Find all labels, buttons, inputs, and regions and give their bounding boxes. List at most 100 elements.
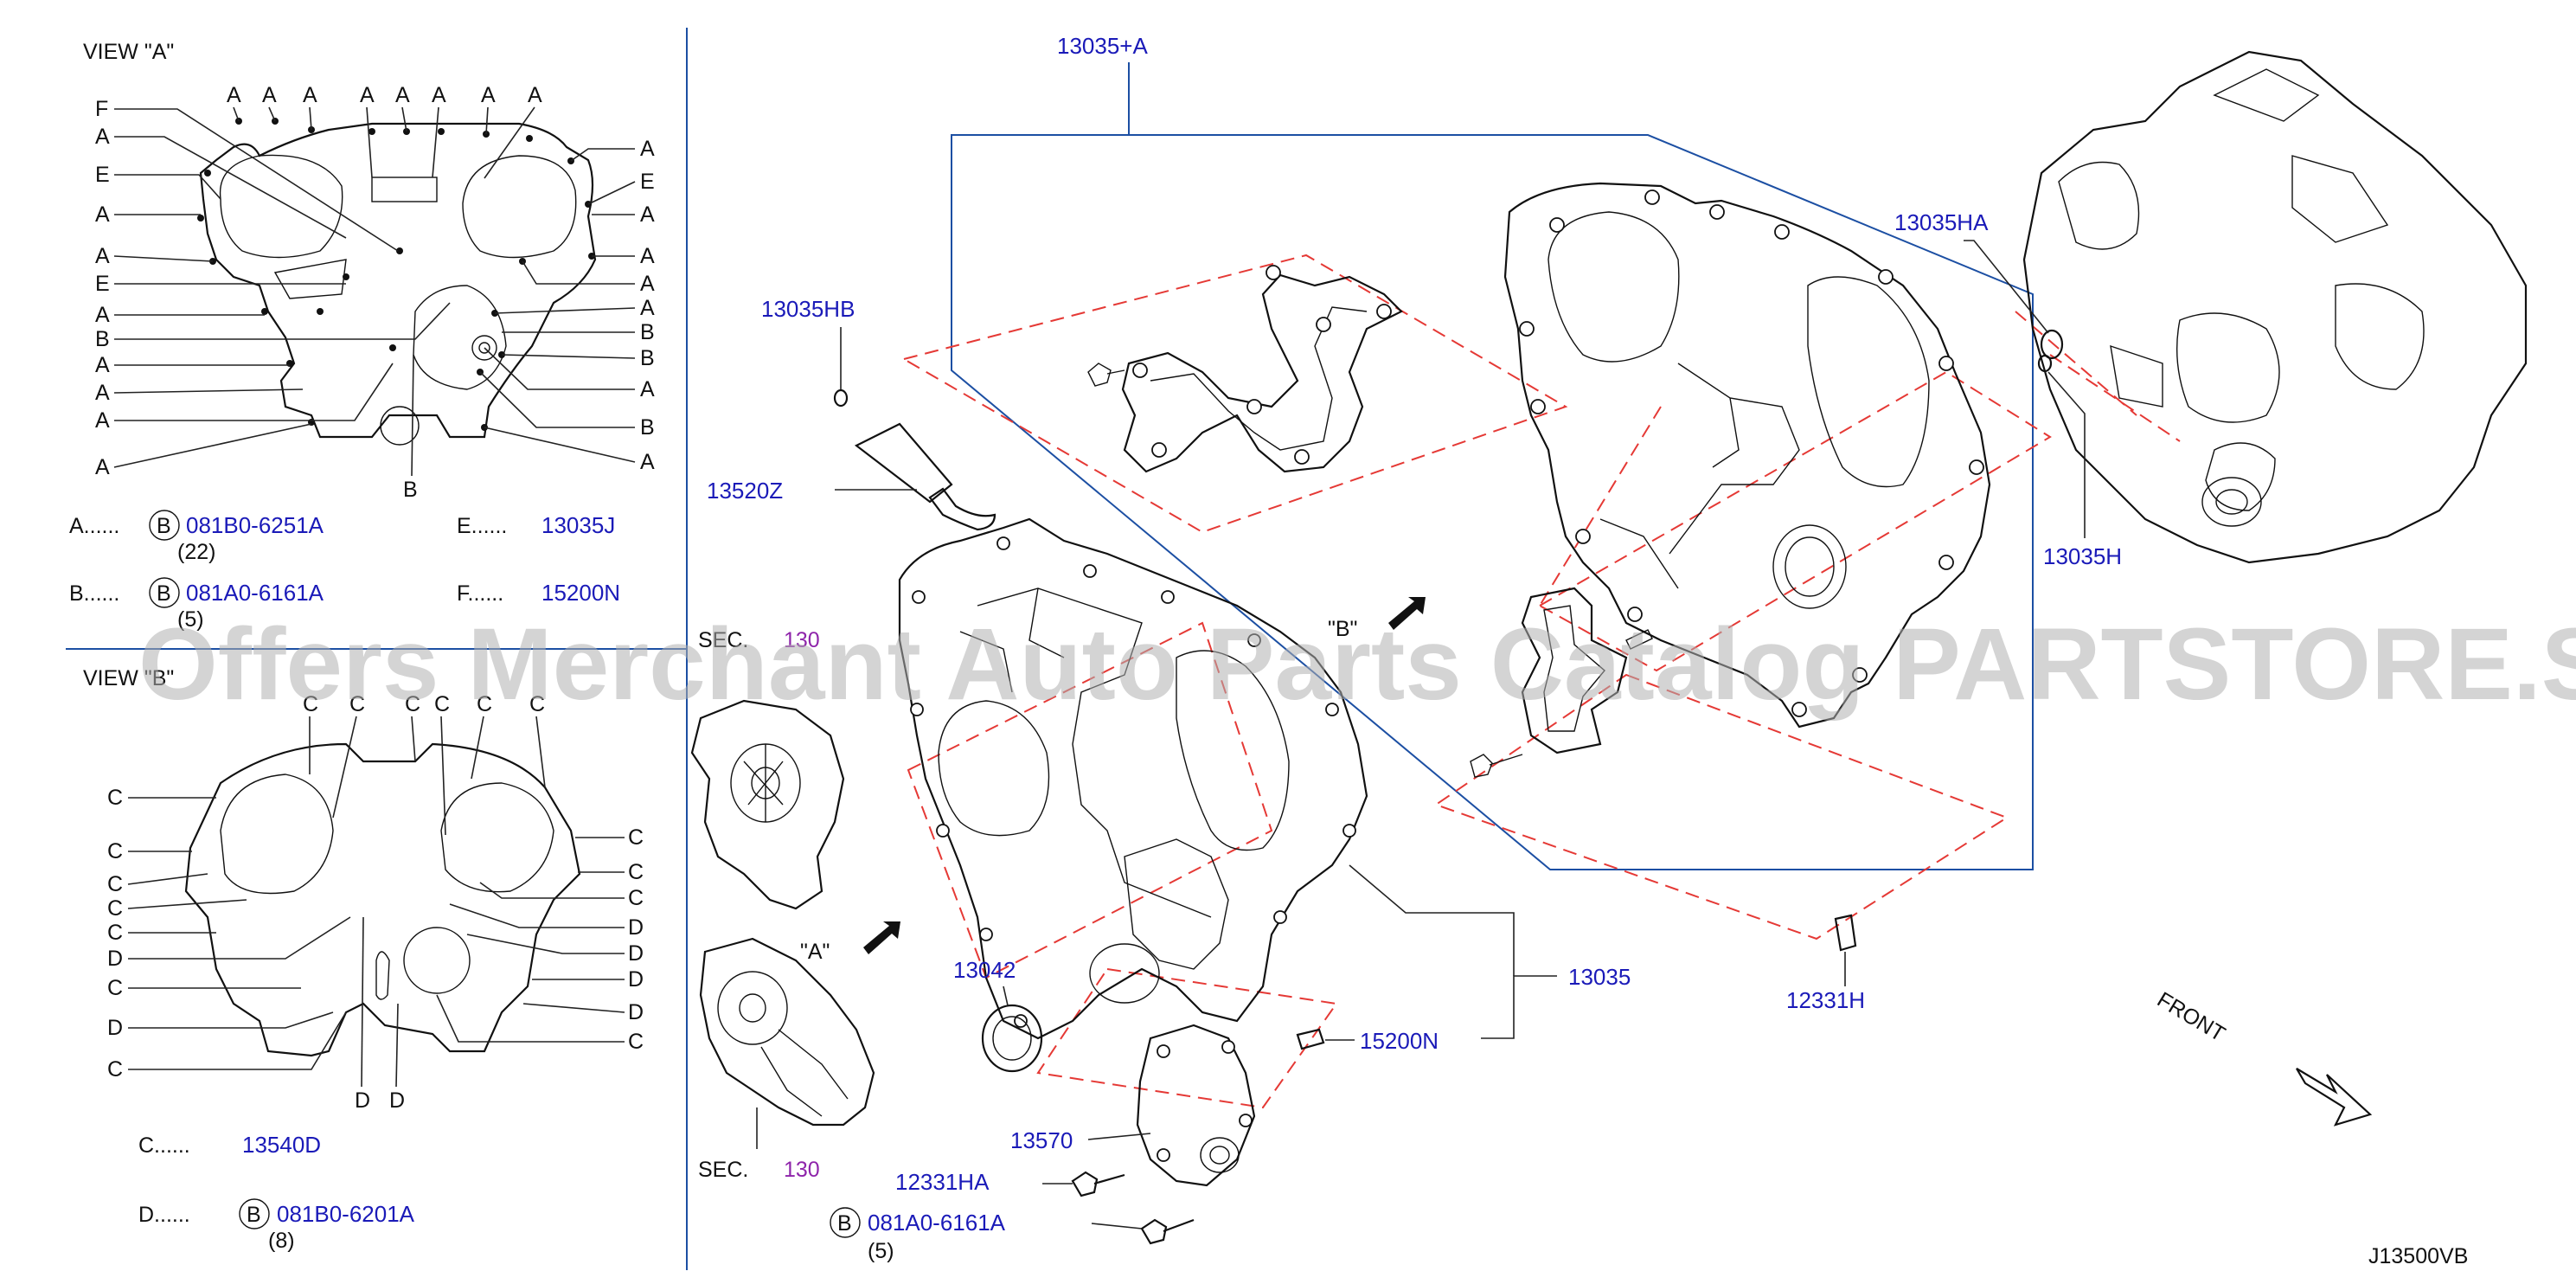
legend-part-a[interactable]: 081B0-6251A — [186, 512, 324, 538]
view-b-top-leaders — [309, 716, 546, 836]
view-b-letter: C — [107, 872, 123, 896]
view-a-letter: A — [227, 83, 241, 107]
water-pump-plane — [1036, 967, 1338, 1109]
view-a-crank-bore — [380, 406, 420, 446]
legend-key-f: F...... — [457, 581, 503, 606]
callout-15200n[interactable]: 15200N — [1360, 1028, 1439, 1054]
dash-link — [2015, 311, 2137, 416]
lower-gasket — [1521, 587, 1628, 754]
sec-number-upper[interactable]: 130 — [784, 628, 820, 652]
cover-bolt — [1470, 754, 1523, 778]
callout-12331ha[interactable]: 12331HA — [895, 1169, 990, 1195]
view-a-letter: A — [640, 244, 655, 268]
view-b-crank-bore — [403, 927, 471, 994]
view-a-letter: A — [640, 272, 655, 296]
view-a-cover-outline — [199, 122, 597, 439]
callout-081a0-6161a[interactable]: 081A0-6161A — [868, 1210, 1006, 1236]
bolt-mark-icon — [830, 1207, 861, 1238]
callout-12331h[interactable]: 12331H — [1786, 987, 1865, 1013]
view-a-letter: A — [95, 244, 110, 268]
view-b-letter: C — [349, 692, 365, 716]
view-b-letter: C — [628, 860, 644, 884]
view-a-letter: A — [360, 83, 375, 107]
bolt-mark-label: B — [157, 581, 171, 606]
view-b-letter: D — [355, 1088, 370, 1113]
gasket-plane — [901, 254, 1568, 534]
view-a-letter: B — [640, 415, 655, 440]
view-a-letter: A — [95, 408, 110, 433]
sealant-tube-nozzle — [928, 487, 996, 531]
view-a-title: VIEW "A" — [83, 40, 174, 64]
callout-13035h[interactable]: 13035H — [2043, 543, 2122, 569]
upper-gasket-inner — [1150, 306, 1368, 451]
front-oil-seal-inner — [992, 1016, 1032, 1061]
leader-13035h — [2047, 371, 2086, 538]
legend-key-b: B...... — [69, 581, 119, 606]
water-inlet-holes — [1157, 1040, 1253, 1162]
view-a-letter: E — [95, 163, 110, 187]
view-b-left-leaders — [127, 797, 351, 1070]
view-b-letter: C — [303, 692, 318, 716]
view-a-letter: B — [403, 478, 418, 502]
bolt-mark-label: B — [247, 1203, 261, 1227]
bolt-mark-label: B — [837, 1211, 852, 1236]
water-inlet-housing — [1136, 1024, 1256, 1187]
legend-part-d[interactable]: 081B0-6201A — [277, 1201, 415, 1227]
dash-link — [2049, 354, 2181, 442]
water-pump-lower-impeller — [717, 971, 788, 1045]
upper-gasket-holes — [1132, 265, 1392, 465]
watermark: Offers Merchant Auto Parts Catalog PARTS… — [138, 607, 2576, 722]
callout-13042[interactable]: 13042 — [953, 957, 1016, 983]
view-b-letter: D — [107, 947, 123, 971]
legend-part-c[interactable]: 13540D — [242, 1132, 321, 1158]
assembly-bracket — [951, 134, 2034, 870]
view-b-left-window — [220, 774, 334, 895]
rear-cover-oil-seal-inner — [1785, 536, 1835, 597]
callout-13035[interactable]: 13035 — [1568, 964, 1631, 990]
sec-number-lower[interactable]: 130 — [784, 1158, 820, 1182]
bolt-081a0 — [1140, 1218, 1195, 1245]
legend-key-d: D...... — [138, 1203, 190, 1227]
view-a-bottom-leader — [411, 354, 414, 477]
leader-13035-cover — [1349, 864, 1515, 976]
callout-13035hb[interactable]: 13035HB — [761, 296, 855, 322]
bolt-mark-icon — [149, 577, 180, 608]
dowel-pin-15200n — [1296, 1028, 1325, 1050]
view-a-letter: A — [640, 296, 655, 320]
view-b-letter: C — [107, 921, 123, 945]
view-a-letter: A — [481, 83, 496, 107]
cover-plane — [1537, 370, 2052, 672]
bolt-mark-icon — [149, 510, 180, 541]
view-a-letter: A — [640, 202, 655, 227]
view-b-letter: C — [628, 825, 644, 850]
view-a-bolt-points — [197, 118, 595, 431]
water-pump-lower-body — [760, 1029, 849, 1117]
front-arrow-icon — [2296, 1068, 2373, 1127]
legend-part-e[interactable]: 13035J — [541, 512, 615, 538]
view-a-left-leaders — [113, 108, 451, 468]
dowel-12331h — [1834, 914, 1857, 952]
view-b-panel: VIEW "B" C C C C C C C C C C C D C D C — [83, 666, 644, 1253]
water-pump-upper-vanes — [743, 744, 784, 822]
view-a-left-window — [219, 154, 343, 259]
view-a-letter: A — [395, 83, 410, 107]
rear-cover-ribs — [1599, 363, 1800, 589]
upper-gasket — [1121, 273, 1403, 473]
sealant-tube — [854, 422, 953, 504]
view-a-letter: F — [95, 97, 108, 121]
callout-13035ha[interactable]: 13035HA — [1894, 209, 1989, 235]
callout-13570[interactable]: 13570 — [1010, 1127, 1073, 1153]
callout-13035-a[interactable]: 13035+A — [1057, 33, 1148, 59]
view-b-legend: C...... 13540D D...... B 081B0-6201A (8) — [138, 1132, 415, 1253]
arrow-b-label: "B" — [1328, 617, 1357, 641]
callout-13520z[interactable]: 13520Z — [707, 478, 783, 504]
view-a-letter: A — [95, 125, 110, 149]
legend-part-b[interactable]: 081A0-6161A — [186, 580, 324, 606]
rear-cover-left-window — [1548, 211, 1680, 363]
view-a-seal-ring-inner — [478, 342, 490, 354]
view-b-slot — [375, 951, 390, 1000]
legend-part-f[interactable]: 15200N — [541, 580, 620, 606]
sec-label-upper: SEC. — [698, 628, 748, 652]
view-a-top-bracket — [371, 177, 438, 202]
